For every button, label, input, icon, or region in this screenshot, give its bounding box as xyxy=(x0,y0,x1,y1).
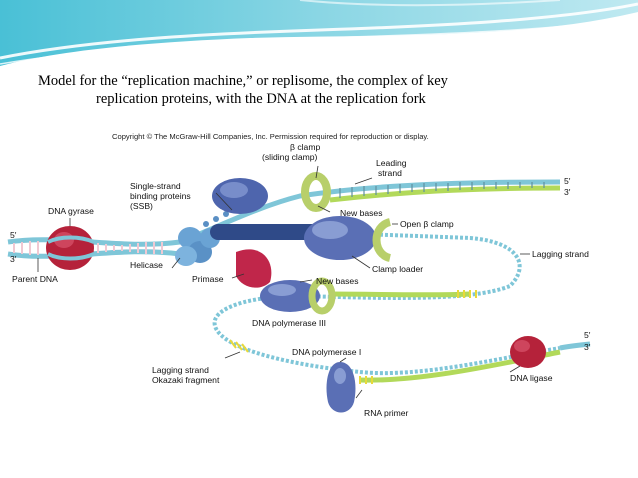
helicase xyxy=(175,227,220,266)
figure-labels: β clamp (sliding clamp) Leading strand S… xyxy=(10,142,591,418)
label-new-bases-top: New bases xyxy=(340,208,383,218)
label-pol1: DNA polymerase I xyxy=(292,347,361,357)
label-dna-gyrase: DNA gyrase xyxy=(48,206,94,216)
slide-caption: Model for the “replication machine,” or … xyxy=(38,72,598,108)
dna-ligase xyxy=(510,336,546,368)
polymerase-complex xyxy=(210,178,376,312)
replisome-figure: Copyright © The McGraw-Hill Companies, I… xyxy=(4,130,604,422)
label-leading: Leading xyxy=(376,158,407,168)
label-primase: Primase xyxy=(192,274,224,284)
primase xyxy=(236,249,272,288)
label-dna-ligase: DNA ligase xyxy=(510,373,553,383)
label-pol3: DNA polymerase III xyxy=(252,318,326,328)
label-5-top: 5′ xyxy=(564,176,571,186)
dna-gyrase xyxy=(46,226,95,270)
label-lagging-strand: Lagging strand xyxy=(532,249,589,259)
label-rna-primer: RNA primer xyxy=(364,408,409,418)
header-wave xyxy=(0,0,638,66)
label-3-top: 3′ xyxy=(564,187,571,197)
caption-line-2: replication proteins, with the DNA at th… xyxy=(96,91,426,107)
label-3-right: 3′ xyxy=(584,342,591,352)
label-3-left: 3′ xyxy=(10,254,17,264)
label-clamp-loader: Clamp loader xyxy=(372,264,423,274)
label-helicase: Helicase xyxy=(130,260,163,270)
label-new-bases-bottom: New bases xyxy=(316,276,359,286)
label-5-right: 5′ xyxy=(584,330,591,340)
label-okazaki: Okazaki fragment xyxy=(152,375,220,385)
copyright-text: Copyright © The McGraw-Hill Companies, I… xyxy=(112,132,429,141)
label-beta-clamp: β clamp xyxy=(290,142,320,152)
label-leading-strand: strand xyxy=(378,168,402,178)
label-ssb-3: (SSB) xyxy=(130,201,153,211)
label-ssb-1: Single-strand xyxy=(130,181,181,191)
rna-primers xyxy=(229,290,477,384)
caption-line-1: Model for the “replication machine,” or … xyxy=(38,73,448,89)
leading-strand-dna xyxy=(179,179,561,245)
label-parent-dna: Parent DNA xyxy=(12,274,58,284)
dna-polymerase-i xyxy=(326,362,356,413)
label-sliding-clamp: (sliding clamp) xyxy=(262,152,318,162)
label-lagging-okazaki-1: Lagging strand xyxy=(152,365,209,375)
label-leaders xyxy=(37,165,530,399)
label-open-clamp: Open β clamp xyxy=(400,219,454,229)
label-5-left: 5′ xyxy=(10,230,17,240)
label-ssb-2: binding proteins xyxy=(130,191,191,201)
